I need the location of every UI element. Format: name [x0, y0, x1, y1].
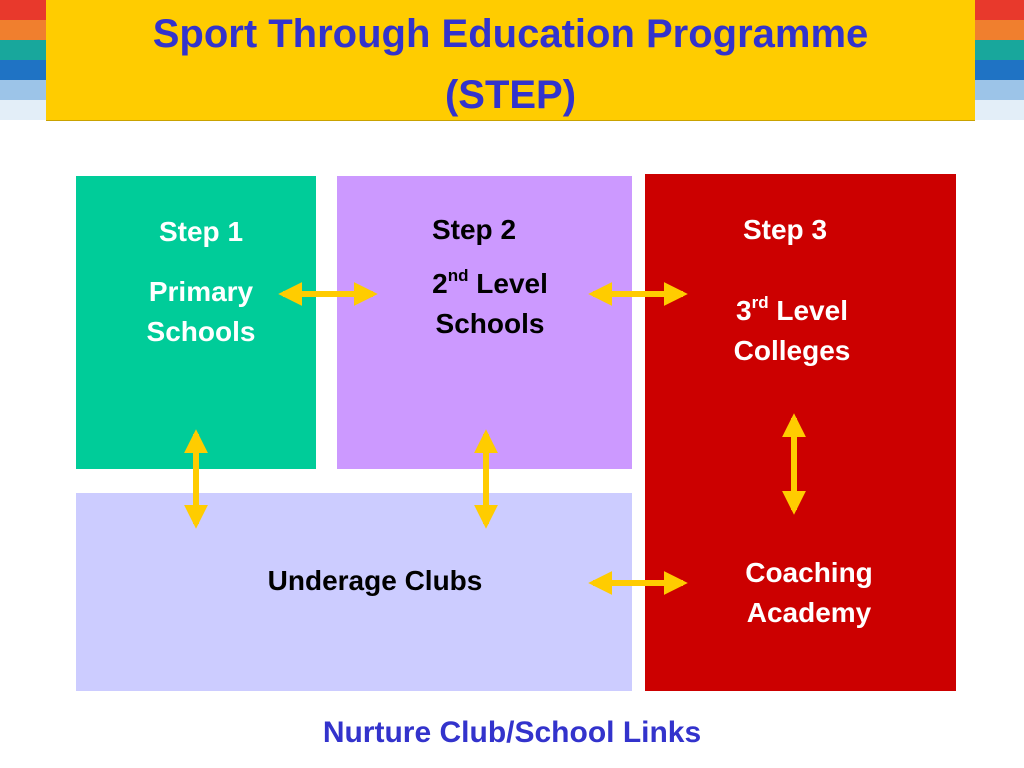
step2-ordinal-number: 2 [432, 268, 448, 299]
step2-label: Step 2 [431, 214, 517, 245]
step3-ordinal-suffix: rd [751, 293, 769, 312]
underage-clubs-box [76, 493, 632, 691]
step2-name-line2: Schools [435, 308, 545, 339]
step1-name-line2: Schools [146, 316, 256, 347]
coaching-academy-line2: Academy [746, 597, 872, 628]
decorative-stripes-right [975, 0, 1024, 120]
step1-name-line1: Primary [148, 276, 254, 307]
step3-label: Step 3 [742, 214, 828, 245]
coaching-academy-line1: Coaching [745, 557, 873, 588]
underage-clubs-label: Underage Clubs [267, 565, 483, 596]
title-bar: Sport Through Education Programme (STEP) [46, 0, 975, 121]
step2-ordinal-suffix: nd [447, 266, 469, 285]
page-title: Sport Through Education Programme [152, 12, 869, 56]
step2-name-line1: 2nd Level [390, 264, 590, 304]
footer-caption: Nurture Club/School Links [322, 716, 702, 749]
step2-box [337, 176, 632, 469]
step3-level-word: Level [768, 295, 848, 326]
step3-name-line2: Colleges [733, 335, 851, 366]
step3-name-line1: 3rd Level [692, 291, 892, 331]
page-title-acronym: (STEP) [444, 73, 577, 117]
decorative-stripes-left [0, 0, 46, 120]
step1-box [76, 176, 316, 469]
step2-level-word: Level [468, 268, 548, 299]
step1-label: Step 1 [158, 216, 244, 247]
step3-ordinal-number: 3 [736, 295, 752, 326]
